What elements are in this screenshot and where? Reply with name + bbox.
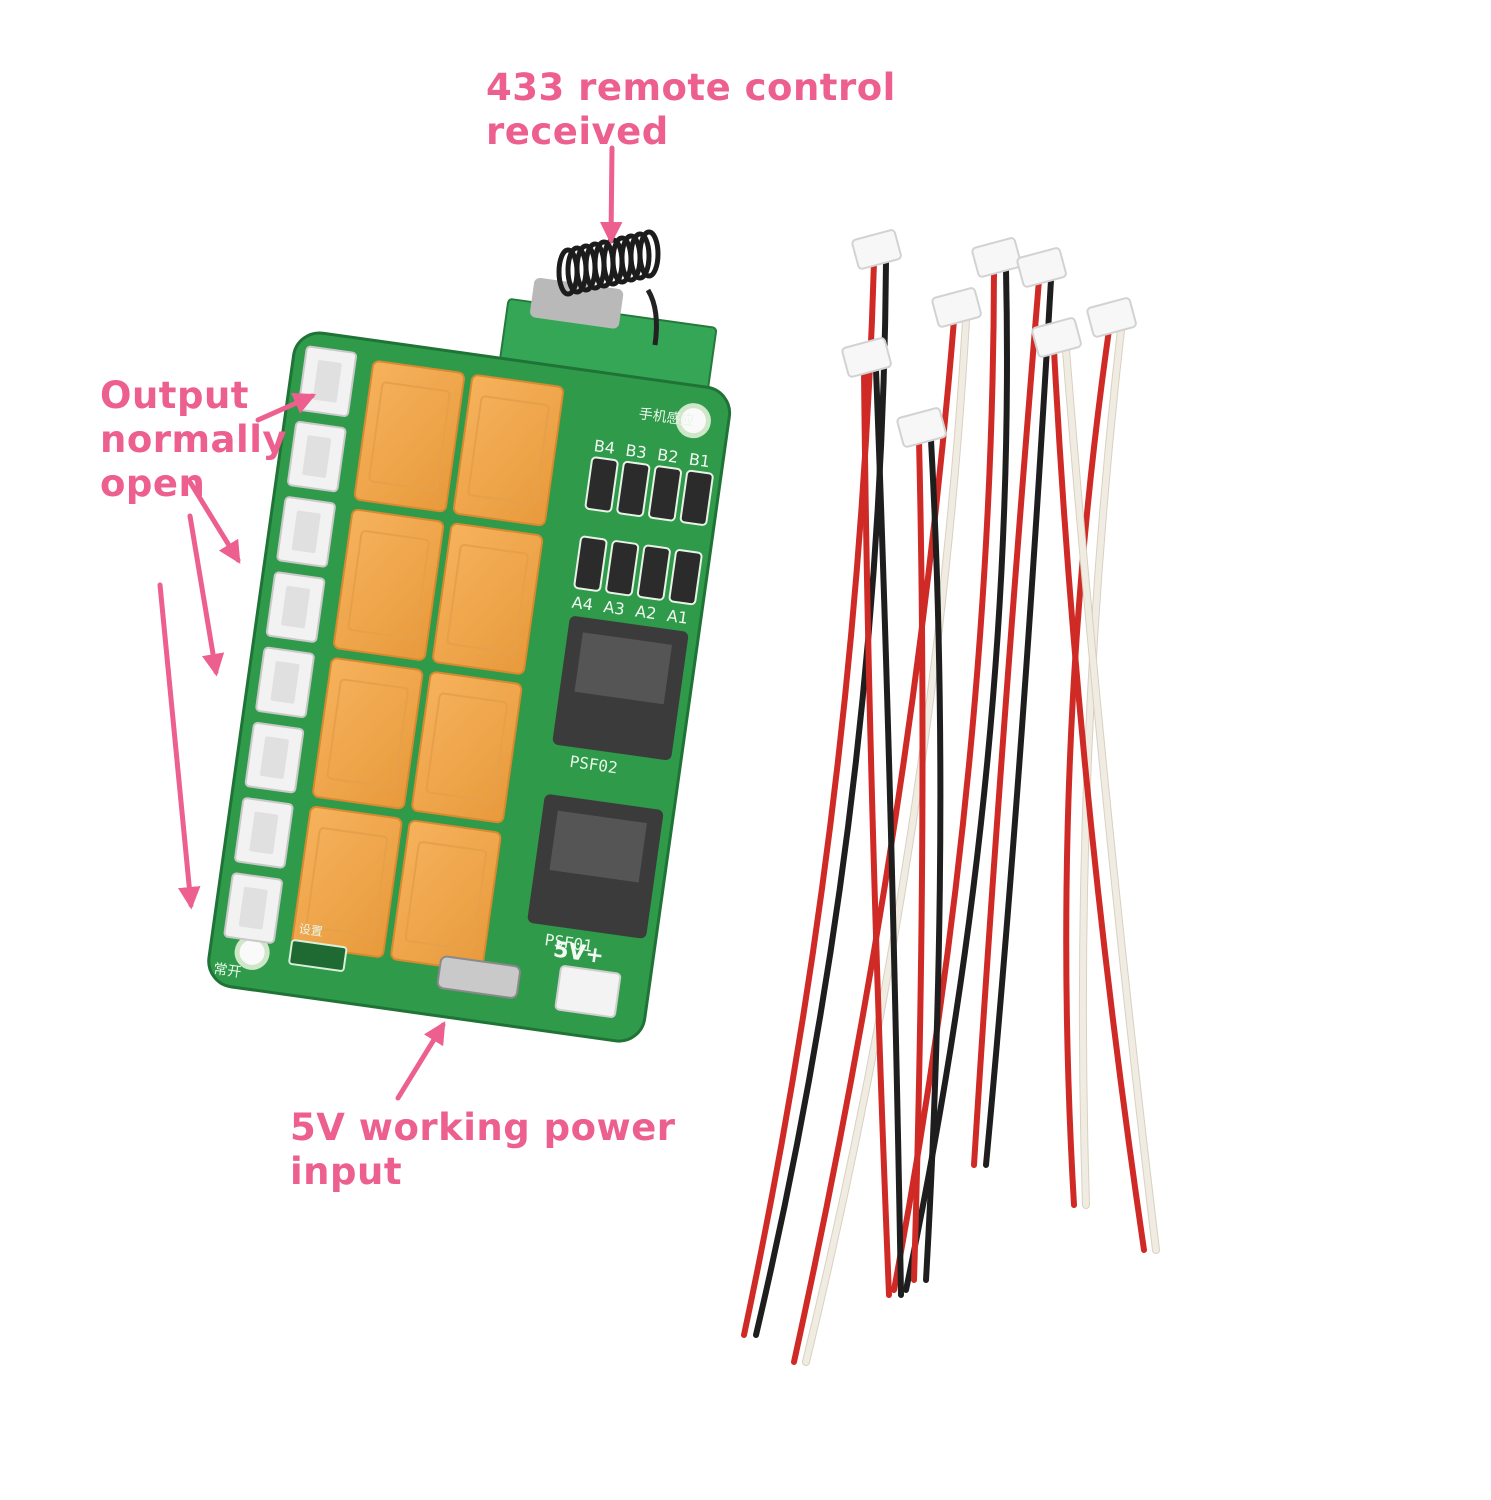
arrow-antenna [599,145,623,245]
arrow-output-4 [157,582,201,910]
wire [803,317,969,1365]
wire [753,259,889,1338]
antenna-coil [556,229,661,346]
tact-button [584,456,619,513]
jst-connector [1016,247,1067,288]
jst-connector [971,237,1022,278]
relay [452,374,565,527]
terminal-socket [260,736,289,779]
button-label-bottom: A1 [666,606,690,628]
callout-antenna-line-1: 433 remote control [486,66,896,109]
callout-output-line-1: Output [100,374,249,417]
wire [1063,327,1112,1208]
mount-hole [675,403,711,439]
usb-port [436,955,521,999]
relay-face [305,827,388,937]
callout-output: Output normally open [100,374,287,506]
callout-antenna: 433 remote control received [486,66,896,154]
relay [411,671,523,824]
wire-harness-bundle [741,229,1160,1366]
callout-power-line-2: input [290,1150,403,1193]
jst-connector [841,337,892,378]
callout-antenna-line-2: received [486,110,669,153]
callout-power: 5V working power input [290,1106,676,1194]
arrow-power [395,1021,446,1101]
relay-grid [291,360,565,972]
wire [983,277,1054,1168]
tact-button [573,535,608,592]
wire [1063,347,1159,1253]
button-label-top: B1 [688,450,712,472]
wire [971,277,1042,1168]
terminal-label: 常开 [212,961,242,981]
terminal-socket [291,510,321,554]
terminal-socket [270,661,300,704]
wire [911,437,926,1283]
button-label-top: B2 [656,445,680,467]
button-label-bottom: A2 [634,602,658,624]
power-connector [554,965,622,1018]
relay-face [326,678,409,789]
setting-switch [288,939,348,972]
coil-turn [637,229,661,279]
terminal-socket [281,585,311,629]
tact-button [616,460,651,517]
button-label-bottom: A4 [571,593,595,615]
relay-face [425,692,508,803]
relay [432,522,544,675]
wire [1051,347,1147,1253]
relay [390,819,502,972]
annotation-arrows [157,145,623,1101]
relay [312,657,424,810]
relay [333,508,445,661]
button-grid [573,456,714,606]
relay-face [347,530,430,640]
jst-connector [896,407,947,448]
wire [861,367,892,1298]
terminal-socket [312,360,342,403]
wire [923,437,944,1283]
rf-module-shield [530,277,624,329]
relay-face [368,381,451,492]
tact-button [668,549,703,606]
button-label-top: B3 [624,441,648,463]
button-label-bottom: A3 [602,597,626,619]
arrow-output-1 [255,393,317,423]
tact-button [679,469,714,526]
tact-button [648,465,682,522]
jst-connector [931,287,982,328]
switch-label: 设置 [298,922,324,939]
callout-output-line-2: normally [100,418,288,461]
jst-connector [851,229,902,270]
terminal-socket [249,811,279,855]
callout-power-line-1: 5V working power [290,1106,676,1149]
wire [873,367,904,1298]
arrow-output-2 [187,479,241,564]
arrow-output-3 [187,513,225,677]
relay-face [446,544,529,654]
button-label-top: B4 [593,436,617,458]
terminal-socket [238,886,268,930]
callout-output-line-3: open [100,462,206,505]
antenna-lead [645,288,659,346]
chip-psf01-core [549,810,647,883]
relay [353,360,465,513]
tact-button [605,540,640,597]
jst-connector [1031,317,1082,358]
coil-turn [628,231,652,281]
tact-button [636,544,671,601]
output-terminals [223,345,358,944]
wire [891,267,997,1293]
terminal-socket [302,435,332,478]
relay-face [404,841,487,951]
relay-face [467,395,550,505]
jst-connector [1086,297,1137,338]
chip-psf02-core [574,632,673,705]
